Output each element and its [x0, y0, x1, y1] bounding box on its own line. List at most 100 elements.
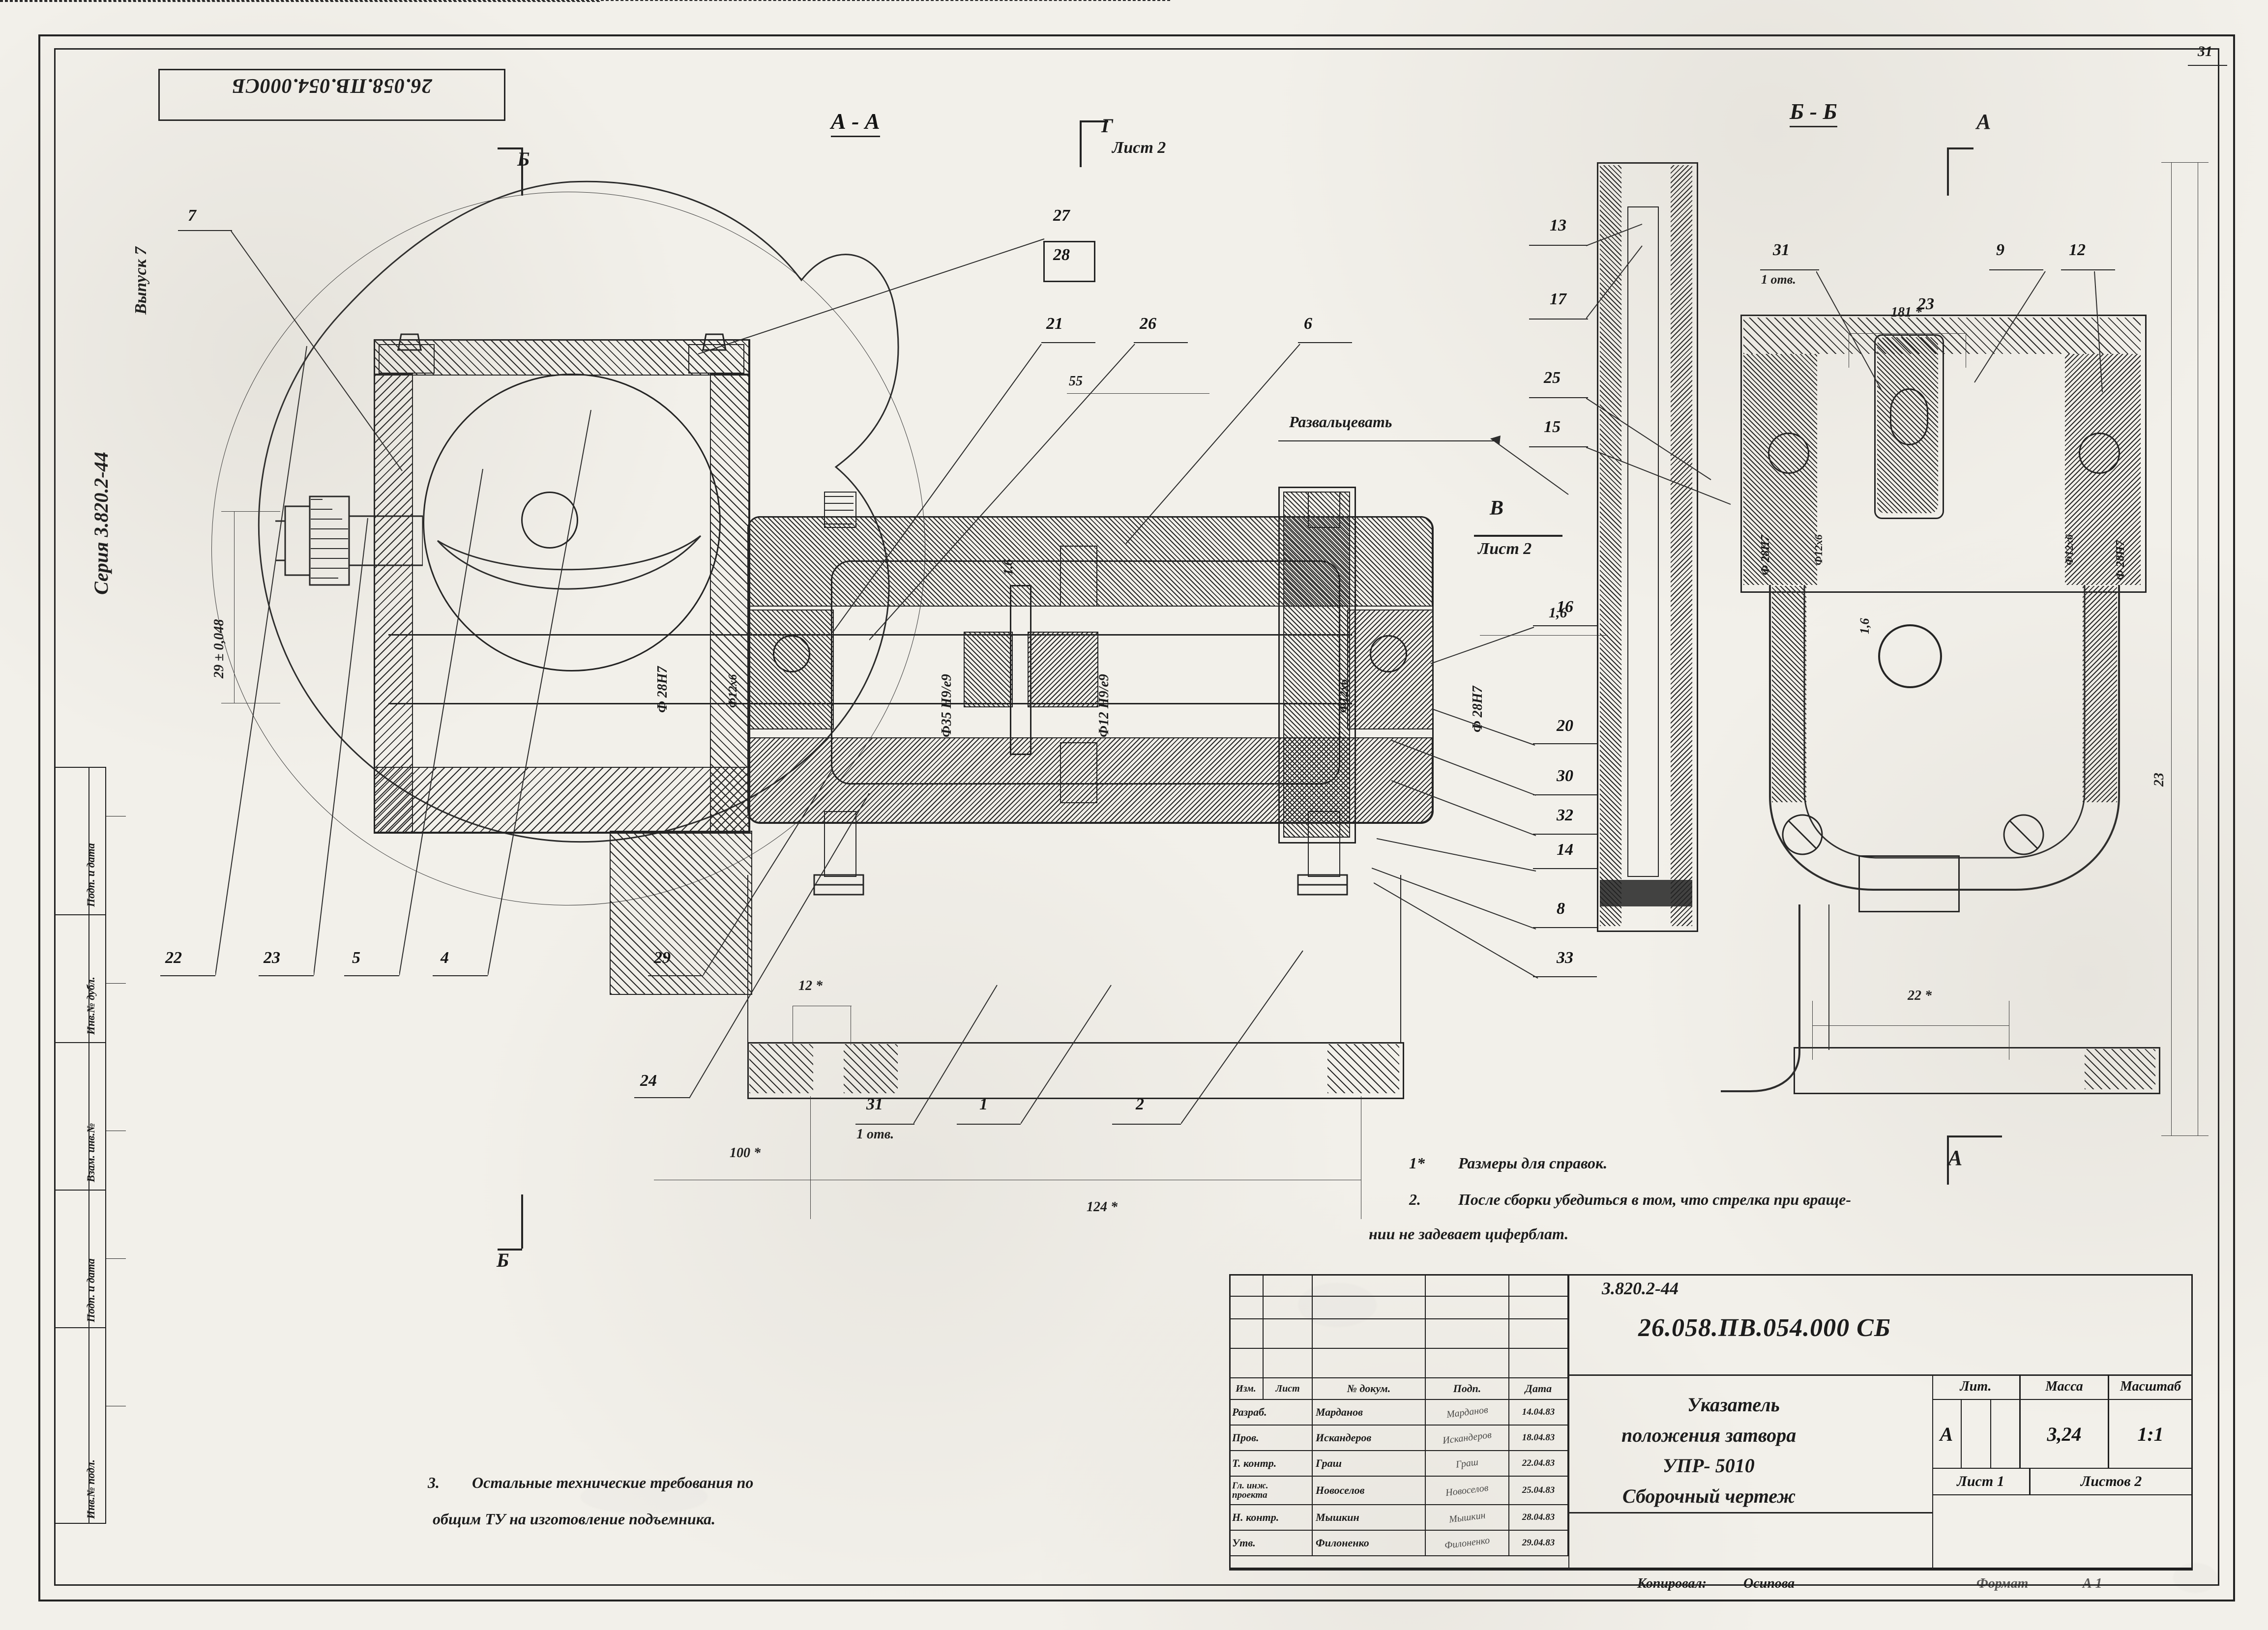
tb-name-5: Филоненко — [1313, 1531, 1426, 1556]
dim-23-bb: 181 * — [1891, 305, 1922, 320]
tb-role-3: Гл. инж. проекта — [1229, 1477, 1313, 1505]
balloon-28: 28 — [1053, 246, 1070, 264]
balloon-23-leader — [314, 518, 368, 976]
tb-masshtab-header: Масштаб — [2109, 1374, 2193, 1400]
dim-16-bb: 1,6 — [1857, 618, 1872, 635]
rev-grid-r4c3 — [1313, 1349, 1426, 1378]
signature-0: Марданов — [1445, 1404, 1489, 1420]
dim-12h9e9: Ф12 Н9/е9 — [1096, 674, 1112, 737]
bb-vertical-gear — [1874, 334, 1944, 519]
left-margin-label-3: Подп. и дата — [85, 1258, 97, 1322]
balloon-1-shelf — [957, 1124, 1021, 1125]
top-code-text: 26.058.ПВ.054.000СБ — [232, 74, 432, 97]
bb-dial-face-plate — [1627, 206, 1659, 877]
callout-b-bottom-stem — [521, 1194, 523, 1249]
shaft-top-line — [388, 634, 1352, 636]
series-label: Серия 3.820.2-44 — [90, 452, 112, 595]
sheet-corner-rule — [2188, 65, 2227, 66]
dim-16-right: 1,6 — [1549, 605, 1567, 621]
balloon-17-leader — [1586, 245, 1643, 319]
balloon-6: 6 — [1304, 315, 1312, 333]
note-2-text: После сборки убедиться в том, что стрелк… — [1458, 1191, 1851, 1208]
dim-16-right-leader — [1480, 635, 1608, 636]
rev-grid-r3c2 — [1264, 1319, 1313, 1349]
dim-181-tick-bot — [2161, 1135, 2209, 1136]
balloon-21-leader — [833, 344, 1042, 633]
balloon-32-shelf — [1533, 834, 1597, 835]
tb-name-1: Искандеров — [1313, 1426, 1426, 1451]
balloon-21: 21 — [1046, 315, 1063, 333]
sheet-outer-frame — [38, 34, 2235, 1601]
balloon-5-shelf — [344, 975, 399, 976]
balloon-33: 33 — [1557, 949, 1573, 967]
note-razvaltsevat-leader — [1490, 436, 1569, 495]
balloon-31-qty: 1 отв. — [856, 1127, 894, 1142]
note-2-cont: нии не задевает циферблат. — [1369, 1225, 1569, 1243]
dim-181: 23 — [2151, 773, 2167, 786]
left-margin-label-4: Инв.№ подл. — [85, 1459, 97, 1519]
note-2-num: 2. — [1409, 1191, 1421, 1208]
tb-role-5: Утв. — [1229, 1531, 1313, 1556]
balloon-22: 22 — [165, 949, 182, 967]
bb-dial-column-wall-l — [1600, 165, 1621, 926]
balloon-29: 29 — [654, 949, 671, 967]
balloon-12-leader — [2094, 271, 2103, 393]
tb-role-1: Пров. — [1229, 1426, 1313, 1451]
tb-name-line4: Сборочный чертеж — [1622, 1485, 1796, 1507]
balloon-2: 2 — [1136, 1095, 1144, 1113]
bb-bearing-right — [2079, 433, 2120, 474]
callout-g-arrow-head — [1080, 120, 1108, 122]
balloon-31: 31 — [866, 1095, 883, 1113]
balloon-7-shelf — [178, 230, 232, 231]
balloon-6-shelf — [1298, 342, 1352, 343]
dim-12: 12 * — [798, 978, 823, 993]
balloon-13-shelf — [1529, 245, 1588, 246]
tb-name-2: Граш — [1313, 1451, 1426, 1477]
left-margin-label-1: Инв.№ дубл. — [85, 977, 97, 1035]
note-razvaltsevat: Развальцевать — [1289, 413, 1392, 431]
housing-lug-right — [688, 344, 744, 374]
balloon-14: 14 — [1557, 841, 1573, 859]
balloon-20: 20 — [1557, 717, 1573, 735]
tb-role-0: Разраб. — [1229, 1400, 1313, 1426]
tb-name-4: Мышкин — [1313, 1505, 1426, 1531]
balloon-16: 16 — [1557, 598, 1573, 616]
balloon-1: 1 — [979, 1095, 988, 1113]
gearbox-stud-top-left — [824, 492, 856, 528]
rev-grid-r1c2 — [1264, 1274, 1313, 1297]
callout-g-arrow-stem — [1080, 120, 1082, 167]
bolt-head-right-icon — [702, 333, 727, 351]
dim-12x6-bb-right: Ф12x6 — [2063, 534, 2075, 565]
dial-pointer — [437, 535, 702, 590]
bb-centerline — [0, 1, 600, 2]
dim-28h7-left: Ф 28Н7 — [655, 666, 670, 713]
tb-masshtab-value: 1:1 — [2109, 1400, 2193, 1469]
balloon-23-bb: 23 — [1917, 295, 1934, 313]
balloon-30: 30 — [1557, 767, 1573, 785]
balloon-24-leader — [689, 793, 870, 1099]
tb-lit-value-b — [1962, 1400, 1991, 1469]
tb-code-rule — [1568, 1374, 2193, 1376]
tb-name-line2: положения затвора — [1621, 1424, 1797, 1446]
tb-sheet-label: Лист 1 — [1932, 1469, 2031, 1495]
balloon-31-bb-qty: 1 отв. — [1761, 272, 1796, 287]
note-3-cont: общим ТУ на изготовление подъемника. — [433, 1510, 716, 1528]
tb-sign-1: Искандеров — [1426, 1426, 1509, 1451]
balloon-17: 17 — [1550, 290, 1566, 308]
balloon-20-shelf — [1533, 743, 1597, 744]
tb-name-bottom-rule — [1568, 1512, 1932, 1514]
sheet-corner-number: 31 — [2198, 43, 2212, 59]
mid-gear-right-hub — [1028, 632, 1098, 707]
note-3-text: Остальные технические требования по — [472, 1474, 754, 1491]
tb-copied-name: Осипова — [1743, 1576, 1795, 1591]
dim-181-tick-top — [2161, 162, 2209, 163]
balloon-25: 25 — [1544, 369, 1561, 387]
balloon-15-leader — [1586, 447, 1731, 505]
balloon-31-shelf — [855, 1124, 914, 1125]
balloon-8-leader — [1372, 868, 1536, 930]
balloon-22-leader — [215, 346, 307, 976]
tb-format-label: Формат — [1976, 1576, 2029, 1591]
balloon-16-shelf — [1533, 625, 1597, 626]
gearbox-stud-top-left-thread — [825, 496, 854, 524]
tb-massa-header: Масса — [2021, 1374, 2109, 1400]
